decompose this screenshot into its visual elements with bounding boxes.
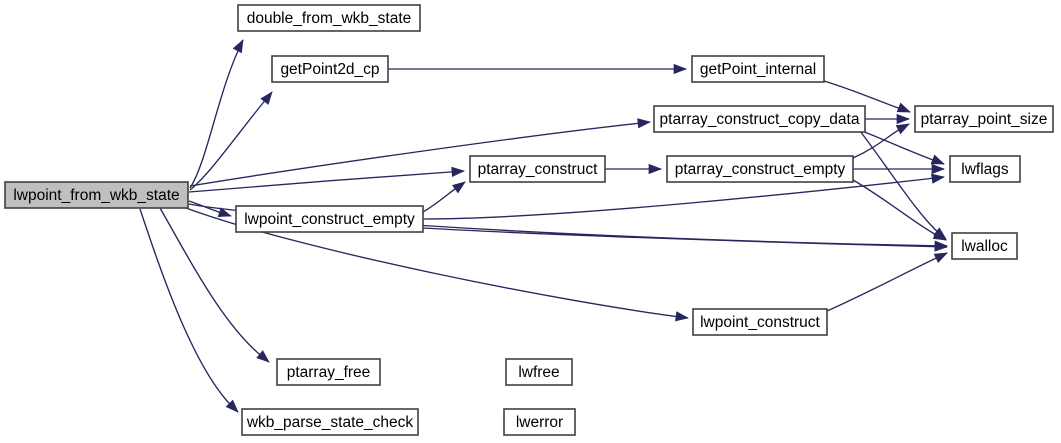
graph-node-getPoint_internal[interactable]: getPoint_internal <box>691 55 825 83</box>
node-label: lwpoint_construct_empty <box>244 211 415 228</box>
node-label: ptarray_construct <box>478 161 598 178</box>
edge-arrowhead-icon <box>932 229 947 241</box>
graph-node-ptarray_construct_empty[interactable]: ptarray_construct_empty <box>666 155 854 183</box>
edge-arrowhead-icon <box>451 166 465 177</box>
node-label: ptarray_point_size <box>921 111 1048 128</box>
node-box[interactable] <box>949 155 1021 183</box>
edge-arrowhead-icon <box>673 63 687 75</box>
call-edge <box>189 121 651 187</box>
edge-arrowhead-icon <box>675 311 689 322</box>
graph-node-ptarray_point_size[interactable]: ptarray_point_size <box>914 105 1054 133</box>
node-box[interactable] <box>503 408 576 436</box>
graph-node-lwalloc[interactable]: lwalloc <box>951 232 1018 260</box>
node-box[interactable] <box>4 181 189 209</box>
edge-arrowhead-icon <box>931 173 945 184</box>
edge-arrowhead-icon <box>933 252 948 264</box>
call-edge <box>852 179 947 241</box>
node-label: ptarray_construct_empty <box>675 161 846 178</box>
edge-arrowhead-icon <box>256 350 270 363</box>
edge-arrowhead-icon <box>896 113 910 125</box>
edge-arrowhead-icon <box>896 102 911 113</box>
graph-node-ptarray_construct[interactable]: ptarray_construct <box>469 155 606 183</box>
edge-arrowhead-icon <box>217 207 232 218</box>
node-box[interactable] <box>692 308 828 336</box>
edge-arrowhead-icon <box>232 39 244 54</box>
node-label: getPoint2d_cp <box>280 61 379 78</box>
graph-node-lwfree[interactable]: lwfree <box>505 358 573 386</box>
edge-arrowhead-icon <box>260 91 273 105</box>
node-label: double_from_wkb_state <box>247 10 412 27</box>
call-edge <box>189 91 273 191</box>
call-edge <box>422 227 948 248</box>
edge-arrowhead-icon <box>934 241 948 252</box>
arrowhead-layer <box>217 39 948 413</box>
node-label: lwfree <box>518 364 559 381</box>
graph-node-getPoint2d_cp[interactable]: getPoint2d_cp <box>271 55 389 83</box>
call-edge <box>189 39 244 189</box>
call-edge <box>188 170 465 193</box>
node-label: lwpoint_construct <box>700 314 820 331</box>
node-box[interactable] <box>653 105 866 133</box>
graph-node-ptarray_free[interactable]: ptarray_free <box>276 358 381 386</box>
node-label: lwerror <box>516 414 563 431</box>
node-box[interactable] <box>237 4 421 32</box>
graph-node-lwflags[interactable]: lwflags <box>949 155 1021 183</box>
graph-node-lwerror[interactable]: lwerror <box>503 408 576 436</box>
call-edge <box>826 252 948 312</box>
node-box[interactable] <box>271 55 389 83</box>
node-label: lwflags <box>961 161 1009 178</box>
node-label: wkb_parse_state_check <box>246 414 414 431</box>
node-label: getPoint_internal <box>700 61 816 78</box>
graph-node-lwpoint_construct_empty[interactable]: lwpoint_construct_empty <box>235 205 424 233</box>
edge-arrowhead-icon <box>452 181 466 194</box>
node-box[interactable] <box>914 105 1054 133</box>
node-box[interactable] <box>505 358 573 386</box>
edge-arrowhead-icon <box>648 163 662 175</box>
node-box[interactable] <box>276 358 381 386</box>
graph-node-wkb_parse_state_check[interactable]: wkb_parse_state_check <box>241 408 419 436</box>
edge-arrowhead-icon <box>637 118 651 129</box>
node-label: lwpoint_from_wkb_state <box>13 187 179 204</box>
node-box[interactable] <box>241 408 419 436</box>
call-edge <box>159 207 270 363</box>
node-box[interactable] <box>666 155 854 183</box>
graph-node-double_from_wkb_state[interactable]: double_from_wkb_state <box>237 4 421 32</box>
call-edge <box>139 208 239 413</box>
edge-arrowhead-icon <box>225 399 239 413</box>
node-layer: lwpoint_from_wkb_state double_from_wkb_st… <box>4 4 1054 436</box>
edge-arrowhead-icon <box>931 163 945 175</box>
node-box[interactable] <box>691 55 825 83</box>
graph-node-ptarray_construct_copy_data[interactable]: ptarray_construct_copy_data <box>653 105 866 133</box>
graph-node-lwpoint_from_wkb_state[interactable]: lwpoint_from_wkb_state <box>4 181 189 209</box>
node-label: lwalloc <box>961 238 1008 255</box>
call-edge <box>861 130 945 165</box>
edge-arrowhead-icon <box>895 123 910 135</box>
call-edge <box>422 176 945 220</box>
edge-arrowhead-icon <box>930 154 945 165</box>
node-label: ptarray_free <box>287 364 371 381</box>
graph-node-lwpoint_construct[interactable]: lwpoint_construct <box>692 308 828 336</box>
node-box[interactable] <box>951 232 1018 260</box>
node-label: ptarray_construct_copy_data <box>660 111 860 128</box>
node-box[interactable] <box>235 205 424 233</box>
node-box[interactable] <box>469 155 606 183</box>
